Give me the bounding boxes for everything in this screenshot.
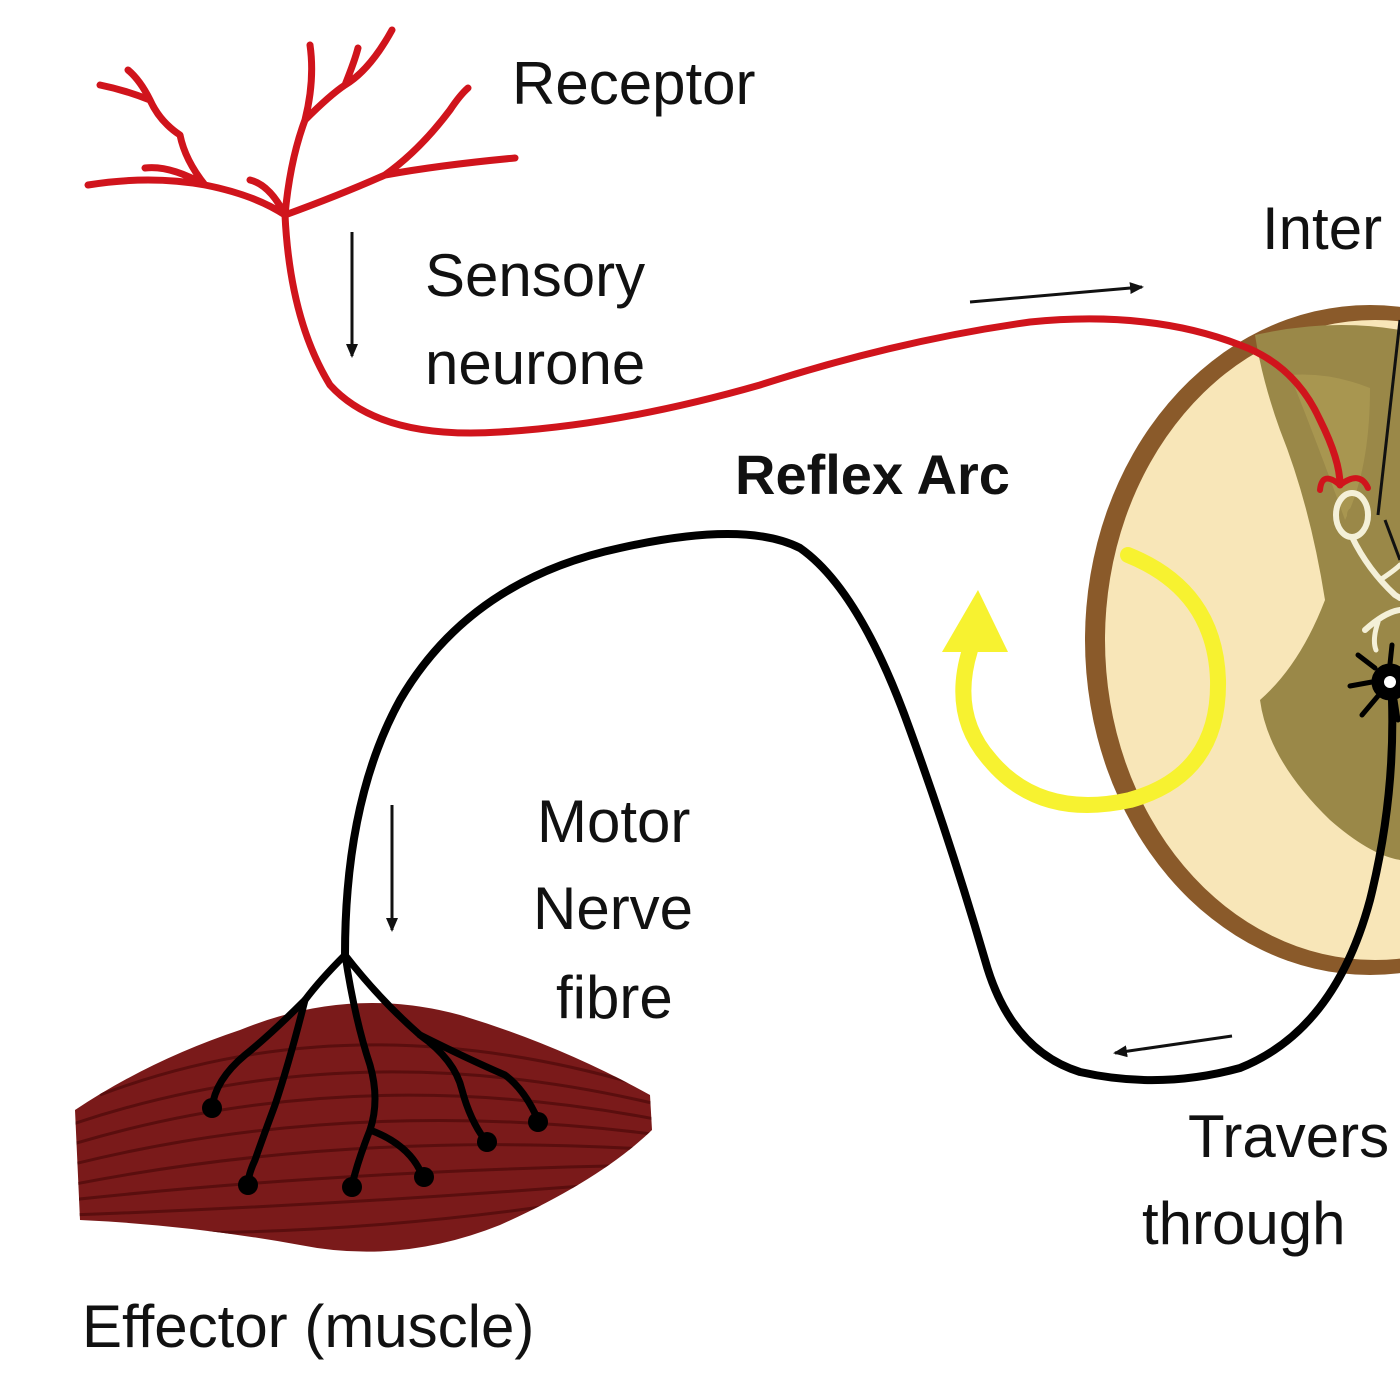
motor-left-arrow-icon — [1113, 1034, 1233, 1058]
motor-nerve-label-line1: Motor — [537, 788, 690, 855]
muscle-body — [75, 1003, 652, 1252]
interneurone-label: Inter — [1262, 195, 1382, 262]
motor-axon — [341, 530, 1397, 1085]
motor-end-plate-dots — [202, 1098, 548, 1197]
diagram-title: Reflex Arc — [735, 443, 1010, 506]
spinal-cord-cross-section — [1085, 305, 1400, 975]
reflex-loop-arrow-icon — [942, 547, 1227, 813]
sensory-right-arrow-icon — [969, 282, 1144, 304]
relay-interneurone-icon — [1333, 490, 1400, 653]
motor-nerve-fibre — [341, 530, 1397, 1085]
motor-nerve-label-line3: fibre — [556, 964, 673, 1031]
receptor-label: Receptor — [512, 50, 755, 117]
sensory-neurone-label-line2: neurone — [425, 330, 645, 397]
direction-arrows — [346, 232, 1233, 1058]
motor-end-plates — [208, 951, 542, 1189]
traverse-label-line1: Travers — [1188, 1103, 1389, 1170]
receptor-dendrites-icon — [84, 26, 519, 219]
sensory-axon — [281, 211, 1344, 489]
motor-nerve-label-line2: Nerve — [533, 875, 693, 942]
motor-neurone-cell-body-icon — [1347, 642, 1400, 723]
interneurone-pointer-line — [1376, 319, 1400, 516]
sensory-neurone-label-line1: Sensory — [425, 242, 645, 309]
effector-label: Effector (muscle) — [82, 1293, 534, 1360]
sensory-synapse-terminal — [1317, 475, 1371, 493]
sensory-neurone — [84, 26, 1371, 493]
traverse-label-line2: through — [1142, 1190, 1346, 1257]
interneurone-pointer-line-2 — [1383, 519, 1400, 561]
